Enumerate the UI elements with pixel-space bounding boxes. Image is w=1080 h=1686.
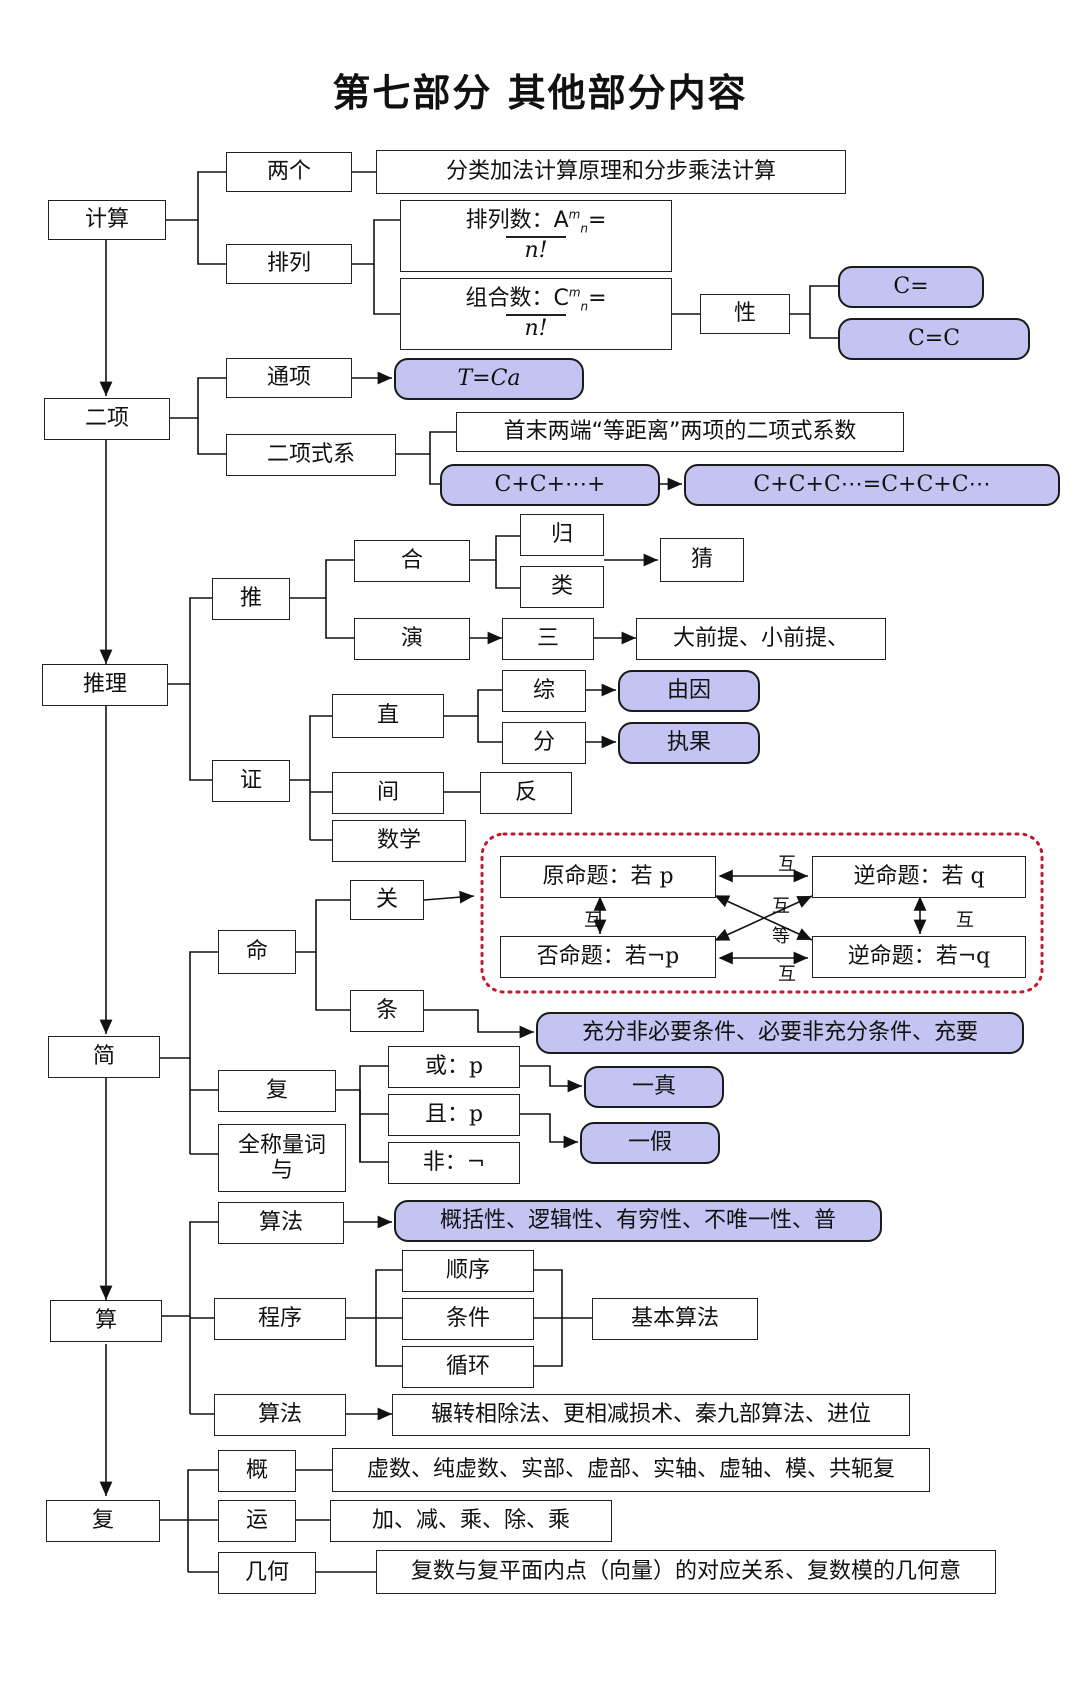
syllogism-desc: 大前提、小前提、 — [636, 618, 886, 660]
converse-proposition: 逆命题：若 q — [812, 856, 1026, 898]
condition-structure-node: 条件 — [402, 1298, 534, 1340]
inference-node: 推 — [212, 578, 290, 620]
complex-root: 复 — [46, 1500, 160, 1542]
logic-root: 简 — [48, 1036, 160, 1078]
binomial-coef-node: 二项式系 — [226, 434, 396, 476]
binomial-coef-desc: 首末两端“等距离”两项的二项式系数 — [456, 412, 904, 452]
algorithm-cases-node: 算法 — [214, 1394, 346, 1436]
cause-to-effect-box: 由因 — [618, 670, 760, 712]
two-principles-node: 两个 — [226, 152, 352, 192]
permutation-formula-box: 排列数：Amn= n! — [400, 200, 672, 272]
permutation-denominator: n! — [506, 236, 566, 263]
syllogism-node: 三 — [502, 618, 594, 660]
inverse-proposition: 否命题：若¬p — [500, 936, 716, 978]
guess-node: 猜 — [660, 538, 744, 582]
mutual-label-center: 互 — [772, 896, 790, 917]
complex-concept-node: 概 — [218, 1450, 296, 1492]
plausible-reasoning-node: 合 — [354, 540, 470, 582]
contradiction-node: 反 — [480, 772, 572, 814]
basic-algorithm-node: 基本算法 — [592, 1298, 758, 1340]
synthetic-method-node: 综 — [502, 670, 586, 712]
contrapositive-proposition: 逆命题：若¬q — [812, 936, 1026, 978]
combination-label: 组合数：C — [465, 286, 569, 312]
mutual-label-right: 互 — [956, 910, 974, 931]
complex-geometry-desc: 复数与复平面内点（向量）的对应关系、复数模的几何意 — [376, 1550, 996, 1594]
complex-ops-node: 运 — [218, 1500, 296, 1542]
one-true-box: 一真 — [584, 1066, 724, 1108]
mutual-label-left: 互 — [584, 910, 602, 931]
complex-ops-desc: 加、减、乘、除、乘 — [330, 1500, 612, 1542]
condition-node: 条 — [350, 990, 424, 1032]
program-node: 程序 — [214, 1298, 346, 1340]
reasoning-root: 推理 — [42, 664, 168, 706]
deductive-reasoning-node: 演 — [354, 618, 470, 660]
combination-property-1: C= — [838, 266, 984, 308]
general-term-formula: T=Ca — [394, 358, 584, 400]
one-false-box: 一假 — [580, 1122, 720, 1164]
or-node: 或：p — [388, 1046, 520, 1088]
algorithm-cases-desc: 辗转相除法、更相减损术、秦九部算法、进位 — [392, 1394, 910, 1436]
algorithm-concept-node: 算法 — [218, 1202, 344, 1244]
equivalent-label: 等 — [772, 926, 790, 947]
induction-node: 归 — [520, 514, 604, 556]
condition-types-box: 充分非必要条件、必要非充分条件、充要 — [536, 1012, 1024, 1054]
quantifier-node: 全称量词与 — [218, 1124, 346, 1192]
mutual-label-bottom: 互 — [778, 964, 796, 985]
proposition-node: 命 — [218, 930, 296, 974]
and-node: 且：p — [388, 1094, 520, 1136]
analytic-method-node: 分 — [502, 722, 586, 764]
binomial-odd-even-formula: C+C+C⋯=C+C+C⋯ — [684, 464, 1060, 506]
counting-root: 计算 — [48, 200, 166, 240]
algorithm-root: 算 — [50, 1300, 162, 1342]
not-node: 非：¬ — [388, 1142, 520, 1184]
complex-geometry-node: 几何 — [218, 1552, 316, 1594]
binomial-sum-formula: C+C+⋯+ — [440, 464, 660, 506]
combination-formula-box: 组合数：Cmn= n! — [400, 278, 672, 350]
property-node: 性 — [700, 294, 790, 334]
complex-concept-desc: 虚数、纯虚数、实部、虚部、实轴、虚轴、模、共轭复 — [332, 1448, 930, 1492]
permutation-label: 排列数：A — [465, 208, 569, 234]
general-term-node: 通项 — [226, 358, 352, 398]
sequence-structure-node: 顺序 — [402, 1250, 534, 1292]
four-propositions-frame — [480, 832, 1044, 994]
permutation-node: 排列 — [226, 244, 352, 284]
algorithm-features-box: 概括性、逻辑性、有穷性、不唯一性、普 — [394, 1200, 882, 1242]
proof-node: 证 — [212, 760, 290, 802]
combination-property-2: C=C — [838, 318, 1030, 360]
original-proposition: 原命题：若 p — [500, 856, 716, 898]
effect-to-cause-box: 执果 — [618, 722, 760, 764]
binomial-root: 二项 — [44, 398, 170, 440]
compound-proposition-node: 复 — [218, 1070, 336, 1112]
direct-proof-node: 直 — [332, 694, 444, 738]
indirect-proof-node: 间 — [332, 772, 444, 814]
relation-node: 关 — [350, 880, 424, 920]
page-title: 第七部分 其他部分内容 — [332, 71, 748, 115]
analogy-node: 类 — [520, 566, 604, 608]
mutual-label-top: 互 — [778, 854, 796, 875]
two-principles-desc: 分类加法计算原理和分步乘法计算 — [376, 150, 846, 194]
loop-structure-node: 循环 — [402, 1346, 534, 1388]
math-induction-node: 数学 — [332, 820, 466, 862]
combination-denominator: n! — [506, 314, 566, 341]
